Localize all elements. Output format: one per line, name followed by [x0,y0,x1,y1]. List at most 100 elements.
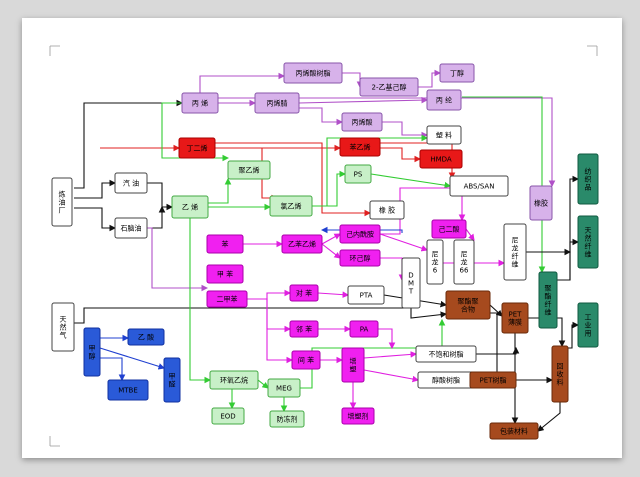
node-lvyixi: 氯乙烯 [269,195,313,217]
node-jiachun: 甲醇 [83,327,101,377]
node-box-xiangjiao2 [369,200,405,220]
node-box-yisuan [127,328,165,346]
node-label-nilongxianwei: 纤 [512,252,519,261]
connector-green-22 [208,177,232,204]
node-label-jiachun: 甲 [89,345,96,353]
node-label-fangzhipin: 织 [585,175,592,184]
node-shinaoyou: 石脑油 [114,217,148,239]
node-label-huanyangyiwan: 环氧乙烷 [220,376,248,385]
node-xiangjiao2: 橡 胶 [369,200,405,220]
node-label-eod: EOD [220,413,235,421]
connector-black-65 [557,238,580,281]
connector-magenta-38 [465,228,475,241]
petrochemical-flow-diagram: 炼油厂天然气汽 油石脑油乙 烯丙 烯丙烯腈丙烯酸树脂2-乙基己醇丁醇丙 纶丙烯酸… [49,45,599,447]
node-bingxi: 丙 烯 [181,92,219,114]
node-label-sanjia: 2-乙基己醇 [372,83,407,92]
connector-purple-11 [299,107,344,126]
node-box-suliao [426,125,462,145]
node-label-jiachun: 醇 [89,352,96,361]
connector-black-5 [147,205,166,229]
node-label-yibenxi: 乙苯乙烯 [288,240,316,249]
node-label-meg: MEG [276,385,292,393]
connector-green-24 [370,173,452,189]
node-ben: 苯 [206,234,244,254]
node-label-xiangjiao2: 橡 胶 [379,206,395,215]
node-box-nilong6 [426,239,444,285]
node-label-petbomo: 薄膜 [508,318,522,327]
node-label-shinaoyou: 石脑油 [121,224,142,233]
node-label-dingerxi: 丁二烯 [187,144,208,153]
node-yibenxi: 乙苯乙烯 [281,234,323,254]
node-box-yixi [171,195,209,219]
node-gongyeyong: 工业用 [577,302,599,348]
node-box-jiaben [206,264,244,284]
node-tianranqi: 天然气 [51,302,75,352]
connector-magenta-48 [378,328,396,350]
node-box-shinaoyou [114,217,148,239]
node-label-fangzhipin: 品 [585,184,592,192]
node-label-benyixi: 苯乙烯 [350,143,371,152]
node-label-baozhuang: 包装材料 [500,427,528,436]
node-label-juzhixianwei: 聚 [545,285,552,293]
node-box-huishou [551,345,569,403]
connector-purple-10 [298,96,429,104]
node-qiyou: 汽 油 [114,172,148,194]
node-label-yisuan: 乙 酸 [138,333,154,342]
node-label-chunsuan: 醇酸树脂 [432,376,460,385]
node-label-tianranxianwei: 维 [585,250,592,259]
node-bingxisuan: 丙烯酸 [341,112,383,132]
node-label-jizhi: 己内酰胺 [346,230,374,239]
node-jierji: 环己醇 [339,249,381,267]
corner-mark-bl [49,436,60,447]
node-box-gongyeyong [577,302,599,348]
node-box-nilongxianwei [503,223,527,281]
node-label-ps: PS [354,171,363,179]
node-bingxijing: 丙烯腈 [254,92,300,114]
connector-black-66 [568,321,580,349]
node-box-fangdongji [269,410,305,428]
node-jiaquan: 甲醛 [163,357,181,403]
node-jizhi: 己内酰胺 [339,224,381,244]
connector-green-30 [300,318,446,389]
node-label-juzhi: 合物 [461,305,475,314]
node-label-jiaben: 甲 苯 [217,270,233,279]
node-label-yuanyou: 厂 [59,207,66,215]
node-label-xiyou: 增 [350,357,357,366]
node-box-nilong66 [453,239,475,285]
node-label-gongyeyong: 用 [585,330,592,338]
node-label-gongyeyong: 工 [585,314,592,322]
node-fangdongji: 防冻剂 [269,410,305,428]
node-box-benyixi [339,137,381,157]
node-label-huishou: 回 [557,363,564,371]
node-box-jierji [339,249,381,267]
node-label-dmt: T [408,288,414,296]
connector-purple-12 [382,121,429,139]
node-box-baozhuang [489,422,539,440]
node-ps: PS [344,164,372,184]
node-dmt: DMT [401,257,421,309]
node-label-jiaquan: 醛 [169,380,176,389]
node-julvyixi: 聚乙烯 [227,160,271,180]
node-label-nilong66: 66 [460,267,469,275]
node-pa: PA [349,320,379,338]
node-label-xiyou: 塑 [350,365,357,374]
node-nilong6: 尼龙6 [426,239,444,285]
node-bubaohe: 不饱和树脂 [415,345,477,363]
node-box-pta [347,285,385,305]
node-box-jiachun [83,327,101,377]
node-label-jianjiaben: 间 苯 [298,356,314,365]
node-label-juzhixianwei: 酯 [545,293,552,301]
node-label-fangdongji: 防冻剂 [277,415,298,424]
connector-black-0 [74,99,184,189]
node-label-gongyeyong: 业 [585,321,592,330]
node-box-yuanyou [51,177,73,227]
node-label-bingtong: 丙 纶 [436,96,452,105]
node-yixi: 乙 烯 [171,195,209,219]
node-label-huanyang: 增塑剂 [348,412,369,421]
node-label-huishou: 料 [557,378,564,387]
node-label-tianranqi: 气 [60,331,67,340]
node-box-fangzhipin [577,153,599,205]
